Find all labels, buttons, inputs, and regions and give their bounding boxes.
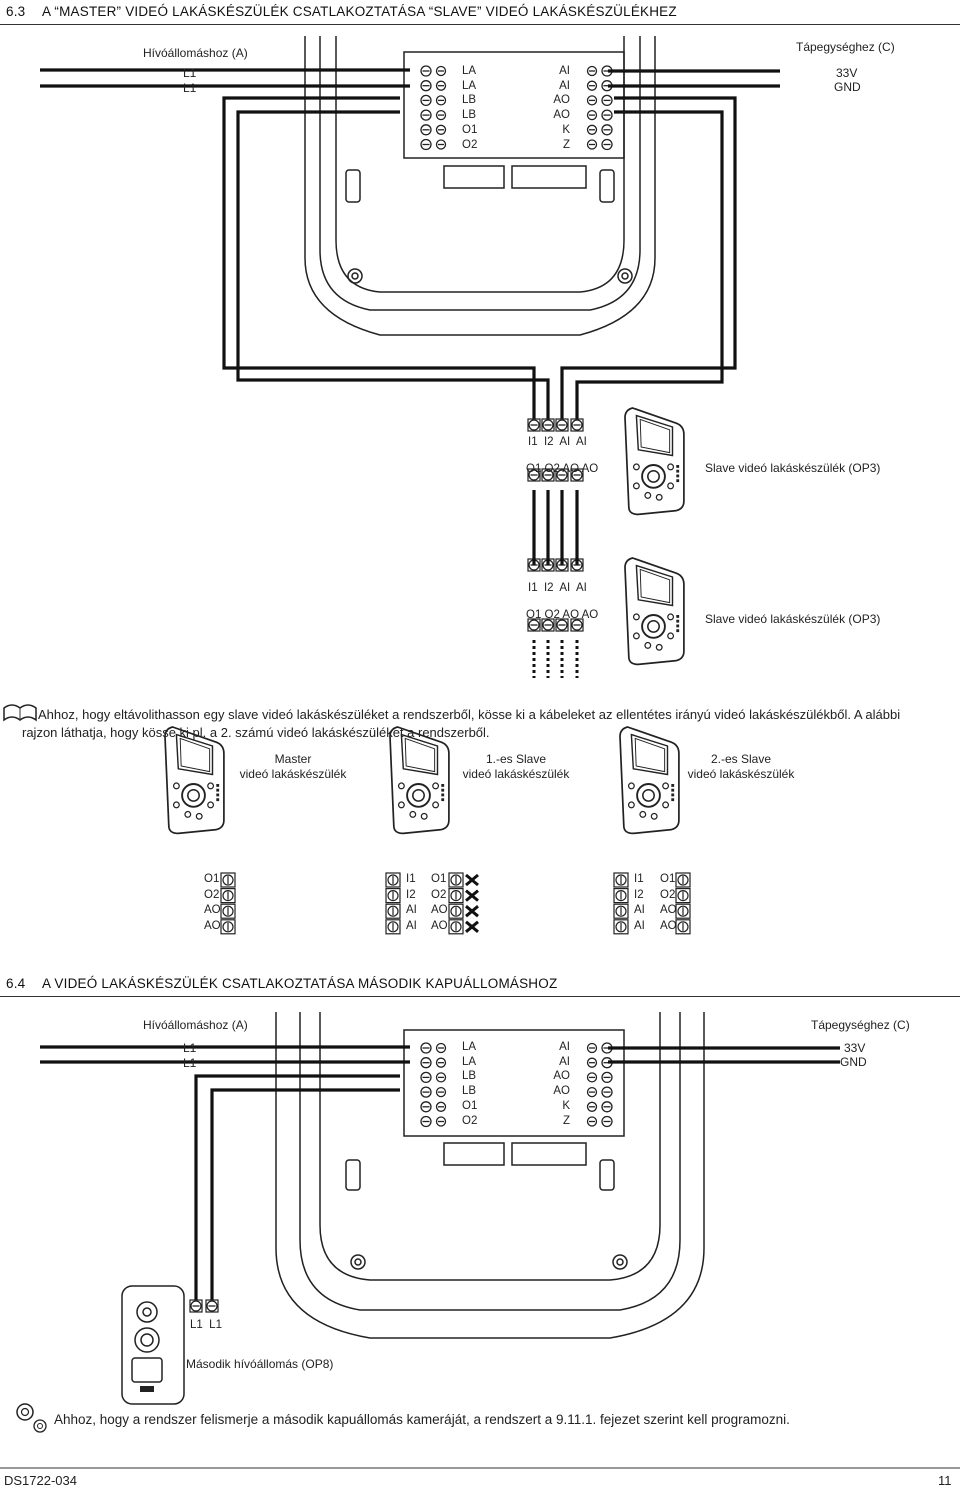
- video-monitor-icon: [619, 726, 680, 835]
- note-book-icon: [3, 704, 37, 722]
- video-monitor-icon: [624, 557, 685, 666]
- video-monitor-icon: [164, 726, 225, 835]
- section-6-3-number: 6.3: [6, 4, 26, 19]
- l1-label: L1: [183, 1041, 197, 1055]
- power-supply-label: Tápegységhez (C): [796, 40, 895, 54]
- disconnect-cross-icon: [465, 873, 479, 887]
- monitor-back-6-3: [304, 36, 656, 336]
- 33v-label: 33V: [836, 66, 858, 80]
- note-text-line2: rajzon láthatja, hogy kösse ki pl. a 2. …: [22, 725, 490, 740]
- 33v-label: 33V: [844, 1041, 866, 1055]
- door-station-label: Második hívóállomás (OP8): [186, 1357, 334, 1371]
- slave1-label: Slave videó lakáskészülék (OP3): [705, 461, 881, 475]
- note-programming: Ahhoz, hogy a rendszer felismerje a máso…: [54, 1412, 790, 1427]
- door-station-icon: [121, 1285, 185, 1405]
- l1-label: L1: [183, 81, 197, 95]
- gnd-label: GND: [840, 1055, 867, 1069]
- divider: [0, 996, 960, 997]
- slave1-output-terms: O1 O2 AO AO: [526, 463, 599, 475]
- slave2-input-terms: I1 I2 AI AI: [528, 582, 587, 594]
- disconnect-cross-icon: [465, 889, 479, 902]
- power-supply-label: Tápegységhez (C): [811, 1018, 910, 1032]
- slave1-input-terms: I1 I2 AI AI: [528, 436, 587, 448]
- l1-label: L1: [183, 66, 197, 80]
- section-6-4-number: 6.4: [6, 976, 26, 991]
- settings-gear-icon: [16, 1403, 47, 1433]
- section-6-4-title: A VIDEÓ LAKÁSKÉSZÜLÉK CSATLAKOZTATÁSA MÁ…: [42, 976, 558, 991]
- note-text: Ahhoz, hogy eltávolithasson egy slave vi…: [38, 707, 901, 722]
- divider: [0, 24, 960, 25]
- disconnect-cross-icon: [465, 905, 479, 918]
- disconnect-cross-icon: [465, 920, 479, 933]
- video-monitor-icon: [389, 726, 450, 835]
- footer-code: DS1722-034: [4, 1473, 77, 1488]
- section-6-3-title: A “MASTER” VIDEÓ LAKÁSKÉSZÜLÉK CSATLAKOZ…: [42, 4, 677, 19]
- call-station-label: Hívóállomáshoz (A): [143, 46, 248, 60]
- gnd-label: GND: [834, 80, 861, 94]
- slave2-output-terms: O1 O2 AO AO: [526, 609, 599, 621]
- monitor-back-6-4: [275, 1012, 705, 1339]
- door-station-terms: L1 L1: [190, 1319, 222, 1331]
- l1-label: L1: [183, 1056, 197, 1070]
- slave2-label: Slave videó lakáskészülék (OP3): [705, 612, 881, 626]
- page-number: 11: [938, 1473, 952, 1488]
- video-monitor-icon: [624, 407, 685, 516]
- call-station-label: Hívóállomáshoz (A): [143, 1018, 248, 1032]
